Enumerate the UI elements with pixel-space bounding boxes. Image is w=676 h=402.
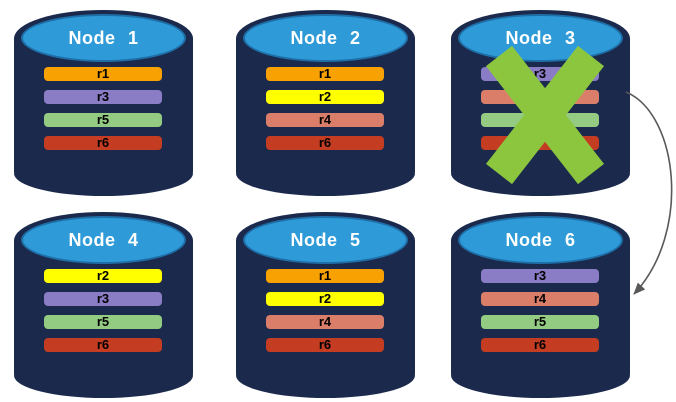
replica-label: r4 xyxy=(318,314,332,329)
replica-list: r3 r4 r5 r6 xyxy=(481,269,599,361)
node-title: Node 1 xyxy=(68,27,139,48)
replica-bar: r5 xyxy=(44,113,162,127)
replica-label: r6 xyxy=(96,135,110,150)
cylinder-top: Node 4 xyxy=(21,216,186,264)
replica-label: r6 xyxy=(96,337,110,352)
replica-label: r1 xyxy=(318,66,332,81)
replica-label: r5 xyxy=(533,314,547,329)
replica-bar: r3 xyxy=(44,90,162,104)
cylinder-top: Node 2 xyxy=(243,14,408,62)
replica-list: r1 r3 r5 r6 xyxy=(44,67,162,159)
replica-label: r4 xyxy=(533,291,547,306)
replica-label: r3 xyxy=(96,291,110,306)
db-node-3: Node 3 r3 xyxy=(451,10,630,196)
replica-list: r1 r2 r4 r6 xyxy=(266,67,384,159)
replica-label: r5 xyxy=(96,314,110,329)
replica-bar: r2 xyxy=(44,269,162,283)
replica-bar: r6 xyxy=(44,338,162,352)
node-title: Node 4 xyxy=(68,229,139,250)
replica-bar: r4 xyxy=(266,315,384,329)
cylinder-top: Node 5 xyxy=(243,216,408,264)
db-node-4: Node 4 r2 r3 r5 r6 xyxy=(14,212,193,398)
replica-bar: r3 xyxy=(481,269,599,283)
replica-label: r1 xyxy=(96,66,110,81)
replica-bar: r4 xyxy=(266,113,384,127)
node-title: Node 3 xyxy=(505,27,576,48)
replica-bar: r4 xyxy=(481,292,599,306)
replica-bar: r5 xyxy=(44,315,162,329)
replica-label: r3 xyxy=(533,66,547,81)
replica-label: r2 xyxy=(318,89,332,104)
replica-label: r3 xyxy=(533,268,547,283)
node-title: Node 2 xyxy=(290,27,361,48)
replica-bar: r1 xyxy=(266,269,384,283)
replica-label: r6 xyxy=(533,337,547,352)
crash-x-icon xyxy=(485,45,605,185)
replica-list: r2 r3 r5 r6 xyxy=(44,269,162,361)
node-title: Node 5 xyxy=(290,229,361,250)
replica-label: r6 xyxy=(318,135,332,150)
replica-label: r1 xyxy=(318,268,332,283)
db-node-5: Node 5 r1 r2 r4 r6 xyxy=(236,212,415,398)
cylinder-top: Node 1 xyxy=(21,14,186,62)
replica-bar: r3 xyxy=(44,292,162,306)
db-node-2: Node 2 r1 r2 r4 r6 xyxy=(236,10,415,196)
replica-label: r5 xyxy=(96,112,110,127)
replica-bar: r1 xyxy=(44,67,162,81)
replica-bar: r2 xyxy=(266,90,384,104)
db-node-1: Node 1 r1 r3 r5 r6 xyxy=(14,10,193,196)
replica-label: r3 xyxy=(96,89,110,104)
replica-list: r1 r2 r4 r6 xyxy=(266,269,384,361)
replica-bar: r6 xyxy=(266,338,384,352)
replica-label: r2 xyxy=(318,291,332,306)
cylinder-top: Node 6 xyxy=(458,216,623,264)
db-node-6: Node 6 r3 r4 r5 r6 xyxy=(451,212,630,398)
replica-bar: r5 xyxy=(481,315,599,329)
replica-bar: r1 xyxy=(266,67,384,81)
replica-label: r4 xyxy=(318,112,332,127)
node-title: Node 6 xyxy=(505,229,576,250)
replica-bar: r2 xyxy=(266,292,384,306)
replica-bar: r6 xyxy=(481,338,599,352)
replica-label: r2 xyxy=(96,268,110,283)
replica-bar: r6 xyxy=(44,136,162,150)
cylinder-top: Node 3 xyxy=(458,14,623,62)
replica-bar: r6 xyxy=(266,136,384,150)
replica-label: r6 xyxy=(318,337,332,352)
